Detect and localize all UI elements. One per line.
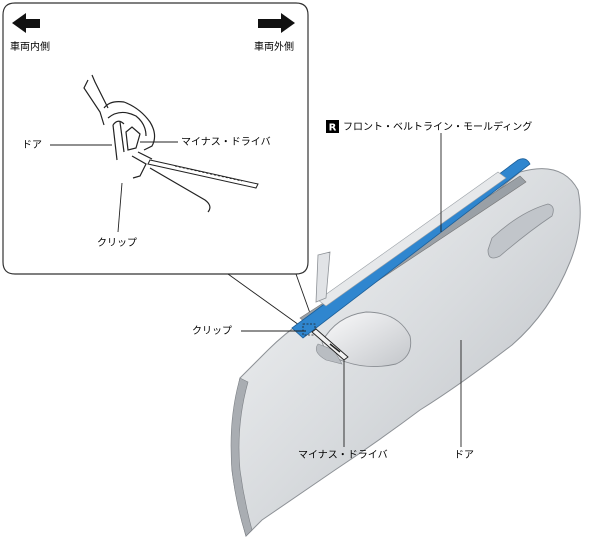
door-illustration bbox=[230, 158, 581, 537]
inside-arrow-label: 車両内側 bbox=[10, 40, 50, 53]
main-clip-label: クリップ bbox=[192, 325, 232, 337]
door-mirror bbox=[321, 311, 412, 367]
main-door-label: ドア bbox=[454, 450, 474, 461]
main-leaders bbox=[241, 133, 462, 447]
inside-arrow-icon bbox=[12, 13, 40, 33]
door-front-edge bbox=[230, 377, 253, 537]
door-handle bbox=[487, 203, 554, 259]
inset-screwdriver-label: マイナス・ドライバ bbox=[181, 136, 271, 148]
inset-box bbox=[2, 2, 309, 275]
molding-label: フロント・ベルトライン・モールディング bbox=[343, 120, 532, 133]
outside-arrow-label: 車両外側 bbox=[254, 40, 294, 53]
inset-door-label: ドア bbox=[22, 140, 42, 151]
part-badge: R bbox=[326, 120, 339, 134]
inset-clip-label: クリップ bbox=[97, 237, 137, 249]
outside-arrow-icon bbox=[258, 13, 295, 33]
inset-leaders bbox=[50, 141, 178, 233]
main-screwdriver-label: マイナス・ドライバ bbox=[298, 449, 388, 461]
mirror-base bbox=[315, 343, 343, 365]
window-pillar bbox=[315, 251, 331, 303]
cross-section-sketch bbox=[83, 74, 211, 213]
part-badge-letter: R bbox=[329, 123, 337, 134]
main-screwdriver bbox=[311, 328, 349, 361]
inset-screwdriver bbox=[147, 159, 259, 189]
door-upper-edge bbox=[317, 171, 507, 307]
